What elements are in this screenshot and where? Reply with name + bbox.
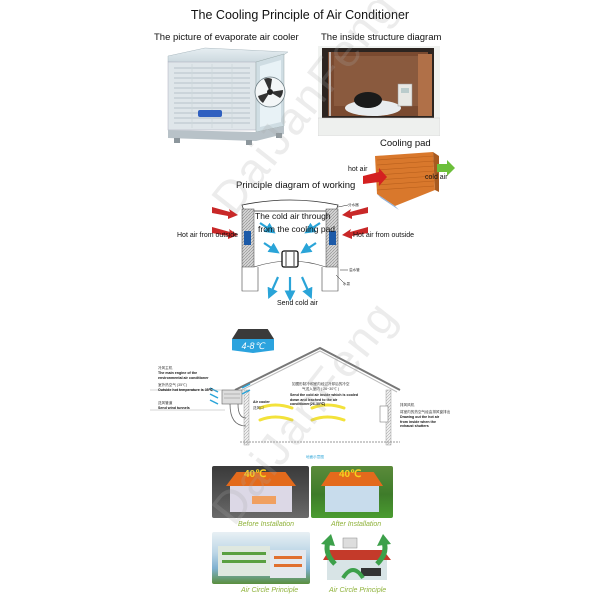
center-text-line1: The cold air through	[255, 211, 331, 221]
after-temp: 40℃	[339, 469, 362, 480]
air-circle-left-image	[212, 532, 310, 584]
note3-cn: 送风管道	[158, 401, 173, 405]
cooling-pad-label: Cooling pad	[380, 138, 431, 149]
note2-cn: 室外热空气 (35℃)	[158, 383, 187, 387]
cold-air-label: cold air	[425, 174, 448, 181]
center-text-line2: from the cooling pad	[258, 224, 336, 234]
center-note-en: Send the cold air inside which is cooled…	[290, 393, 359, 406]
house-diagram	[150, 346, 401, 446]
note1-cn: 冷风主机	[158, 366, 173, 370]
before-installation-image: 40℃	[212, 466, 309, 518]
air-circle-right-image	[321, 534, 391, 580]
principle-diagram-title: Principle diagram of working	[236, 180, 356, 191]
cooling-pad-image	[363, 152, 455, 210]
air-circle-left-caption: Air Circle Principle	[241, 587, 299, 594]
air-circle-right-caption: Air Circle Principle	[329, 587, 387, 594]
water-distributor-label: 分水器	[348, 203, 359, 207]
right-note-en: Drawing out the hot air from inside when…	[400, 415, 440, 428]
right-note-cn2: 将室内的热空气经由排风窗排出	[400, 410, 451, 414]
air-cooler-label-en: Air cooler	[253, 400, 270, 404]
note1-en: The main engine of the environmental air…	[158, 371, 209, 380]
overflow-pipe-label: 溢水管	[349, 268, 360, 272]
center-note-cn2: 气送入室内 ( 26~30℃ )	[302, 387, 340, 391]
hot-air-label: hot air	[348, 166, 368, 173]
hot-air-right-label: Hot air from outside	[353, 232, 415, 239]
air-cooler-caption: The picture of evaporate air cooler	[154, 32, 299, 43]
center-note-cn1: 如图形制冷和室内经过冷却后的冷空	[292, 382, 350, 386]
hot-air-left-label: Hot air from outside	[177, 232, 239, 239]
air-cooler-image	[167, 47, 289, 145]
inside-structure-image	[318, 46, 440, 136]
principle-diagram	[212, 199, 368, 302]
note3-en: Send wind tunnels	[158, 406, 190, 410]
badge-top	[232, 329, 274, 339]
after-installation-caption: After Installation	[331, 521, 382, 528]
before-temp: 40℃	[244, 469, 267, 480]
before-installation-caption: Before Installation	[238, 521, 295, 528]
temperature-badge: 4-8℃	[232, 339, 274, 353]
air-cooler-label-cn: 送风口	[253, 406, 264, 410]
note2-en: Outside hot temperature is 35℃	[158, 388, 213, 392]
water-pump-label: 水泵	[343, 282, 351, 286]
page-title: The Cooling Principle of Air Conditioner	[190, 8, 410, 22]
send-cold-air-label: Send cold air	[277, 300, 318, 307]
floor-label: 地面示意图	[306, 455, 324, 459]
right-note-cn1: 排风风机	[400, 403, 415, 407]
after-installation-image: 40℃	[311, 466, 393, 518]
inside-structure-caption: The inside structure diagram	[321, 32, 442, 43]
